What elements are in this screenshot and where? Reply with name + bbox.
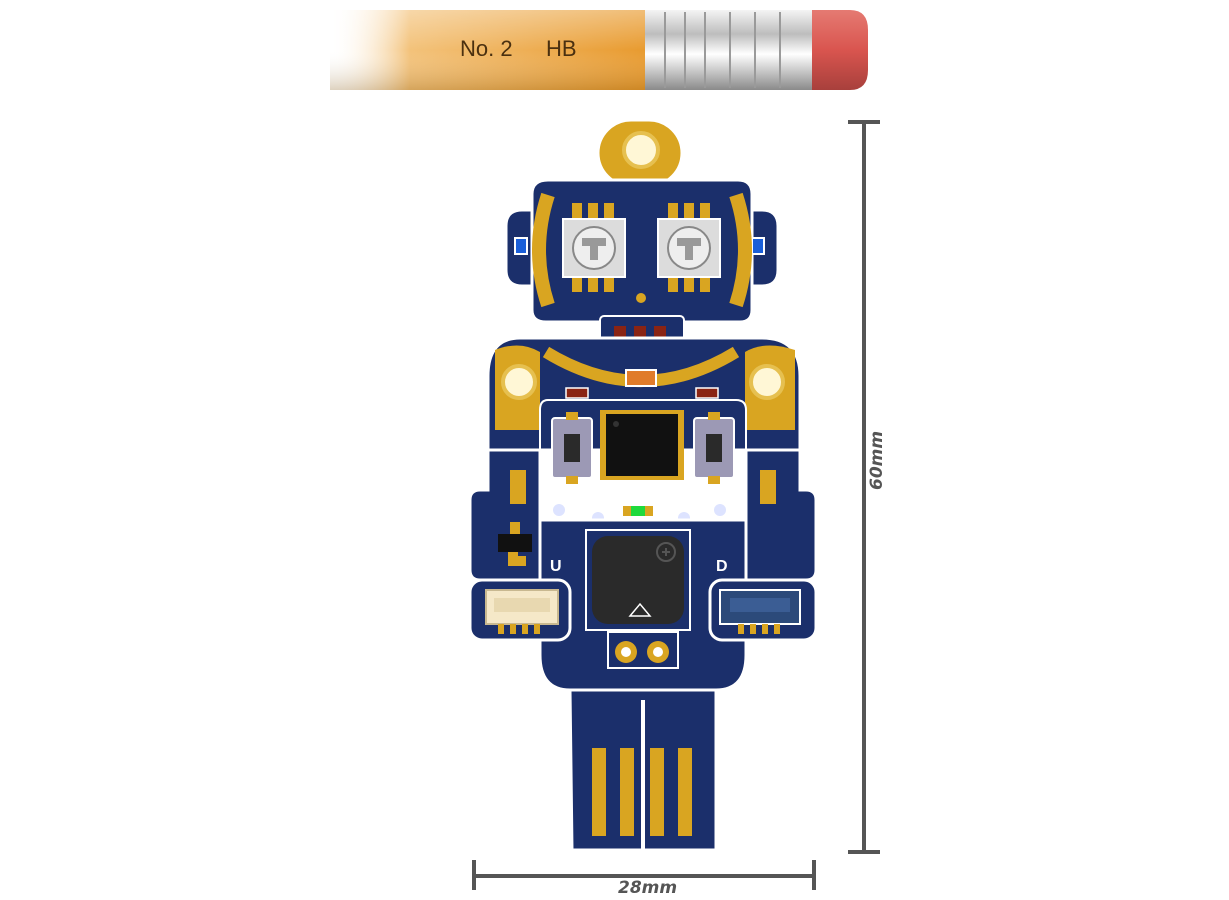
- height-dimension: [848, 120, 880, 854]
- left-eye-led: [562, 203, 626, 292]
- hang-hole: [622, 131, 660, 169]
- belt-box: [607, 631, 679, 669]
- label-lr: LR: [566, 485, 585, 501]
- right-small-resistor: [695, 387, 719, 399]
- left-arm: [468, 448, 542, 582]
- pencil-brand-text: No. 2: [460, 36, 513, 61]
- right-hand-connector: [708, 578, 818, 642]
- label-d: D: [716, 558, 728, 575]
- left-arm-gold-pad: [510, 470, 526, 504]
- microcontroller-chip: [600, 410, 684, 480]
- usb-contacts: [592, 748, 692, 836]
- left-ear-led-icon: [514, 237, 528, 255]
- label-rs: RS: [692, 481, 711, 497]
- via-right-2: [714, 504, 726, 516]
- battery-pad-left-hole: [621, 647, 631, 657]
- pcb-board: LR RS STAT U D: [468, 118, 818, 852]
- via-left-1: [553, 504, 565, 516]
- robot-head: [530, 178, 754, 324]
- left-cheek-gold: [532, 192, 555, 308]
- height-dimension-label: 60mm: [867, 431, 887, 490]
- label-u: U: [550, 558, 562, 575]
- right-shoulder-hole: [749, 364, 785, 400]
- left-small-resistor: [565, 387, 589, 399]
- stat-led-icon: [623, 506, 653, 516]
- right-arm-gold-pad: [760, 470, 776, 504]
- left-switch: [551, 412, 593, 484]
- width-dimension-label: 28mm: [618, 878, 677, 898]
- pencil-eraser: [812, 10, 868, 90]
- buzzer: [585, 529, 691, 631]
- ferrule-ridges: [664, 12, 781, 88]
- width-dimension: [472, 860, 816, 890]
- nose-via: [636, 293, 646, 303]
- right-ear-led-icon: [751, 237, 765, 255]
- buzzer-plus-icon: [656, 542, 676, 562]
- pencil: No. 2 HB: [330, 10, 868, 90]
- right-switch: [693, 412, 735, 484]
- left-shoulder-hole: [501, 364, 537, 400]
- collar-resistor: [625, 369, 657, 387]
- right-eye-led: [657, 203, 721, 292]
- left-hand-connector: [468, 578, 572, 642]
- right-arm: [744, 448, 818, 582]
- left-arm-component: [498, 522, 532, 566]
- right-cheek-gold: [729, 192, 752, 308]
- battery-pad-right-hole: [653, 647, 663, 657]
- pencil-grade-text: HB: [546, 36, 577, 61]
- pencil-shading: [330, 10, 650, 90]
